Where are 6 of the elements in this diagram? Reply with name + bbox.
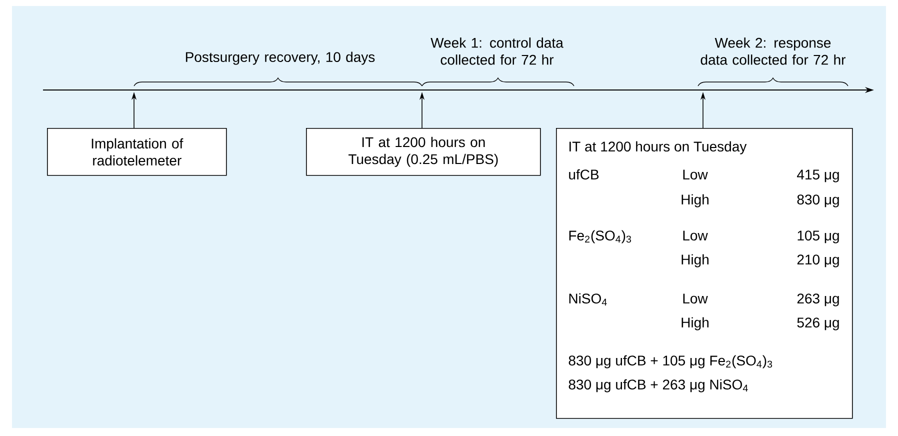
dose-table-box: IT at 1200 hours on Tuesday ufCB Low 415 μg High 830 μg Fe$_{2}$(SO$_{4}$)$_{3}$ Low 105 μg High 210 μg NiSO$_{4}$ Low 263 μg High 526 μg 830 μg ufCB + 105 μg Fe$_{2}$(SO$_{4}$)$_{3}$ 830 μg ufCB + 263 μg NiSO$_{4}$ (556, 128, 853, 419)
period-label: Week 1: control data collected for 72 hr (430, 38, 564, 65)
period-label: Postsurgery recovery, 10 days (186, 52, 375, 65)
event-box: IT at 1200 hours on Tuesday (0.25 mL/PBS) (306, 128, 541, 176)
event-box: Implantation of radiotelemeter (47, 128, 227, 176)
period-label: Week 2: response data collected for 72 hr (700, 38, 846, 65)
